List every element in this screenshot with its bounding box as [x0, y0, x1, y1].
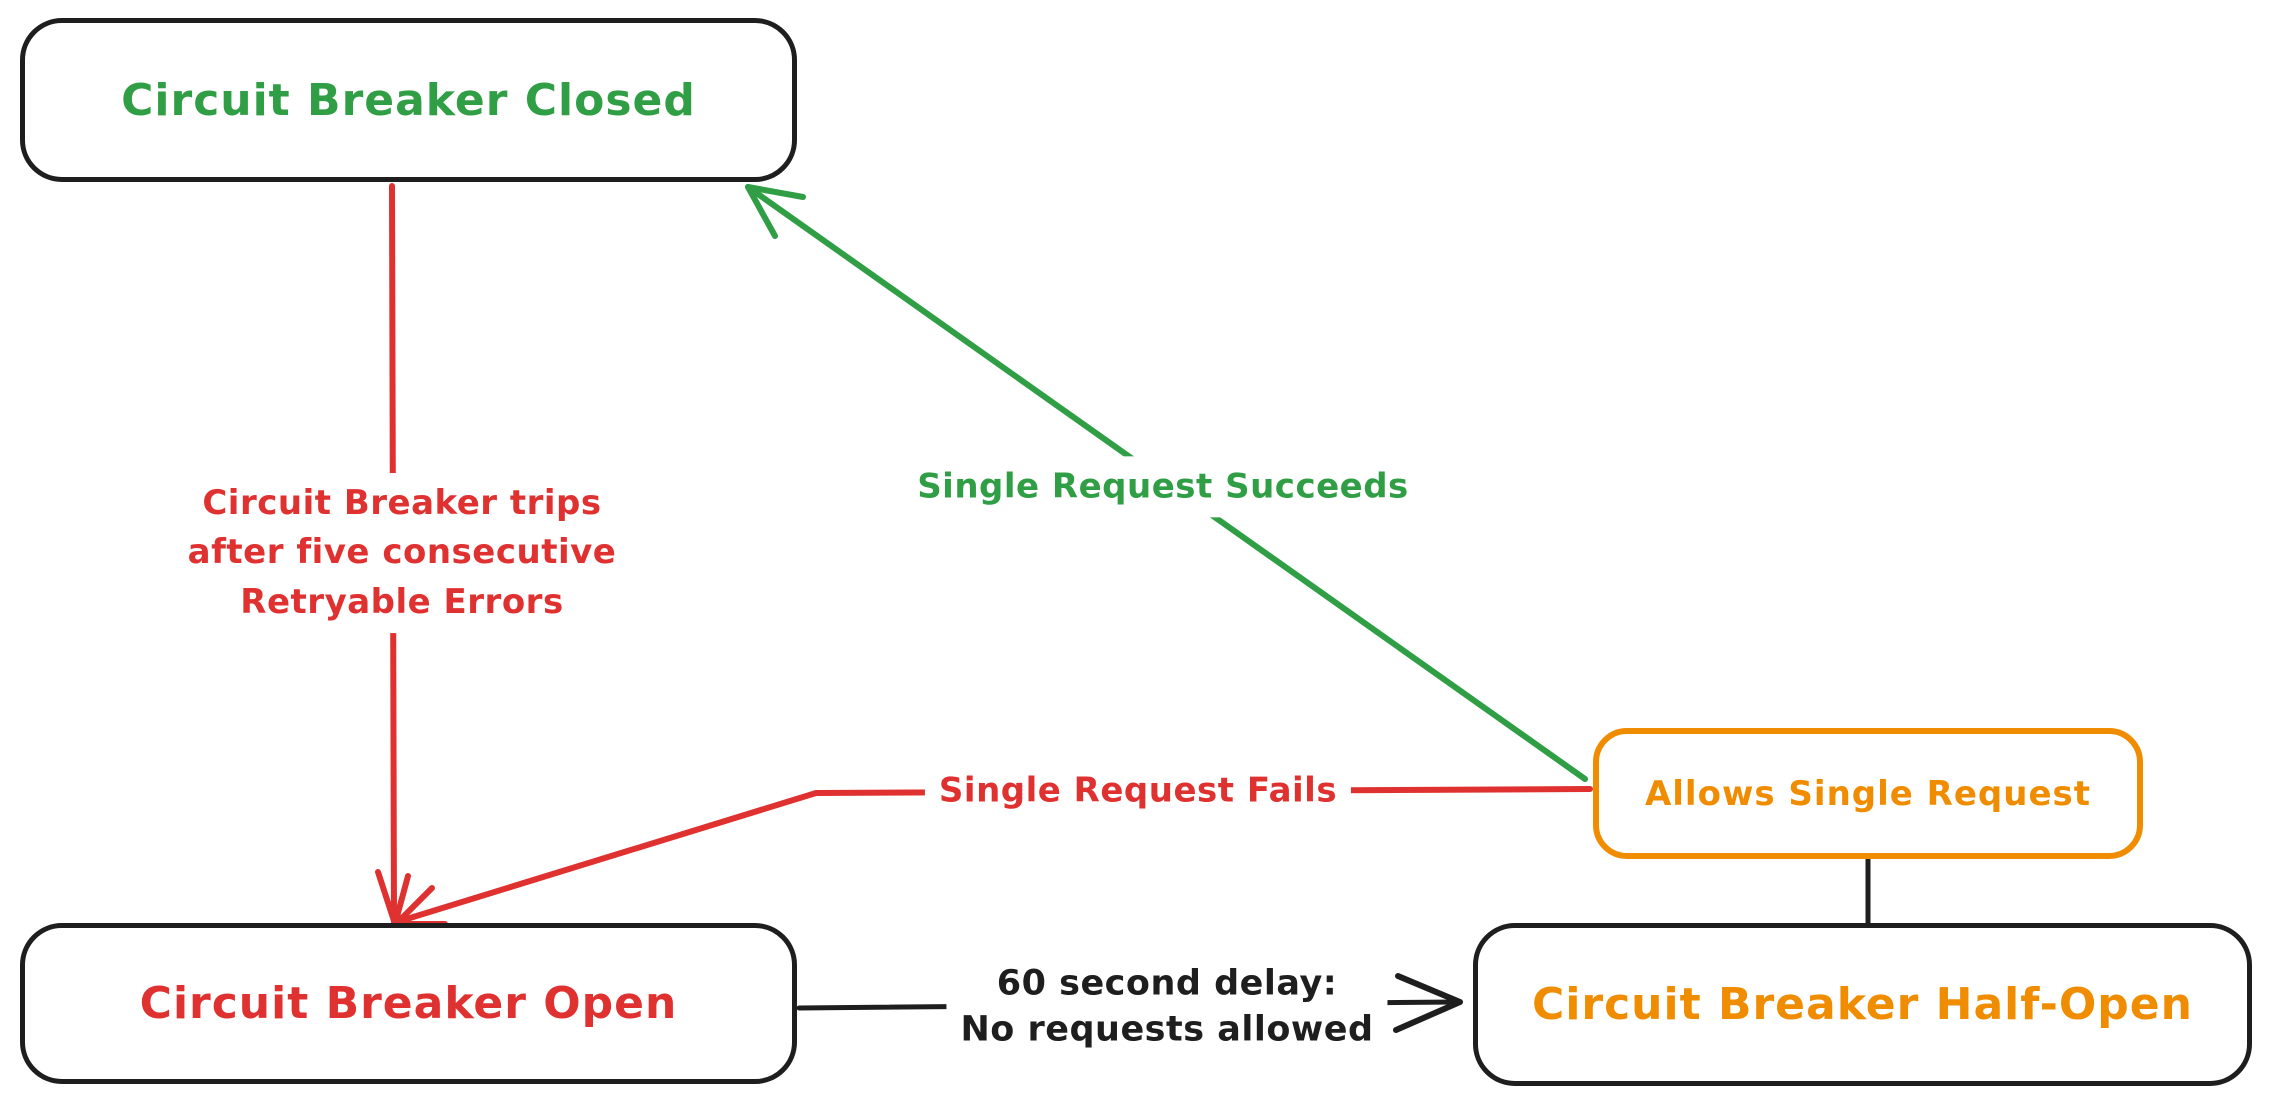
node-allows-single-request: Allows Single Request	[1593, 728, 2143, 859]
node-open-label: Circuit Breaker Open	[139, 978, 678, 1029]
node-circuit-breaker-open: Circuit Breaker Open	[20, 923, 797, 1084]
delay-edge-label-line1: 60 second delay:	[996, 963, 1338, 1004]
trip-edge-label: Circuit Breaker trips after five consecu…	[173, 473, 631, 633]
delay-edge-label-line2: No requests allowed	[960, 1009, 1374, 1049]
node-allows-label: Allows Single Request	[1644, 773, 2092, 814]
delay-arrowhead	[1393, 973, 1463, 1033]
succeeds-arrowhead	[745, 184, 806, 239]
node-circuit-breaker-closed: Circuit Breaker Closed	[20, 18, 797, 182]
node-circuit-breaker-half-open: Circuit Breaker Half-Open	[1473, 923, 2252, 1086]
node-closed-label: Circuit Breaker Closed	[121, 74, 696, 126]
delay-edge-label: 60 second delay: No requests allowed	[946, 955, 1388, 1059]
trip-arrowhead	[375, 869, 411, 927]
trip-edge-label-line2: after five consecutive	[187, 532, 617, 573]
succeeds-edge-label: Single Request Succeeds	[903, 456, 1423, 518]
fails-edge-label: Single Request Fails	[924, 760, 1352, 822]
trip-edge-label-line3: Retryable Errors	[240, 581, 564, 622]
node-halfopen-label: Circuit Breaker Half-Open	[1532, 979, 2193, 1030]
trip-edge-label-line1: Circuit Breaker trips	[202, 483, 602, 524]
